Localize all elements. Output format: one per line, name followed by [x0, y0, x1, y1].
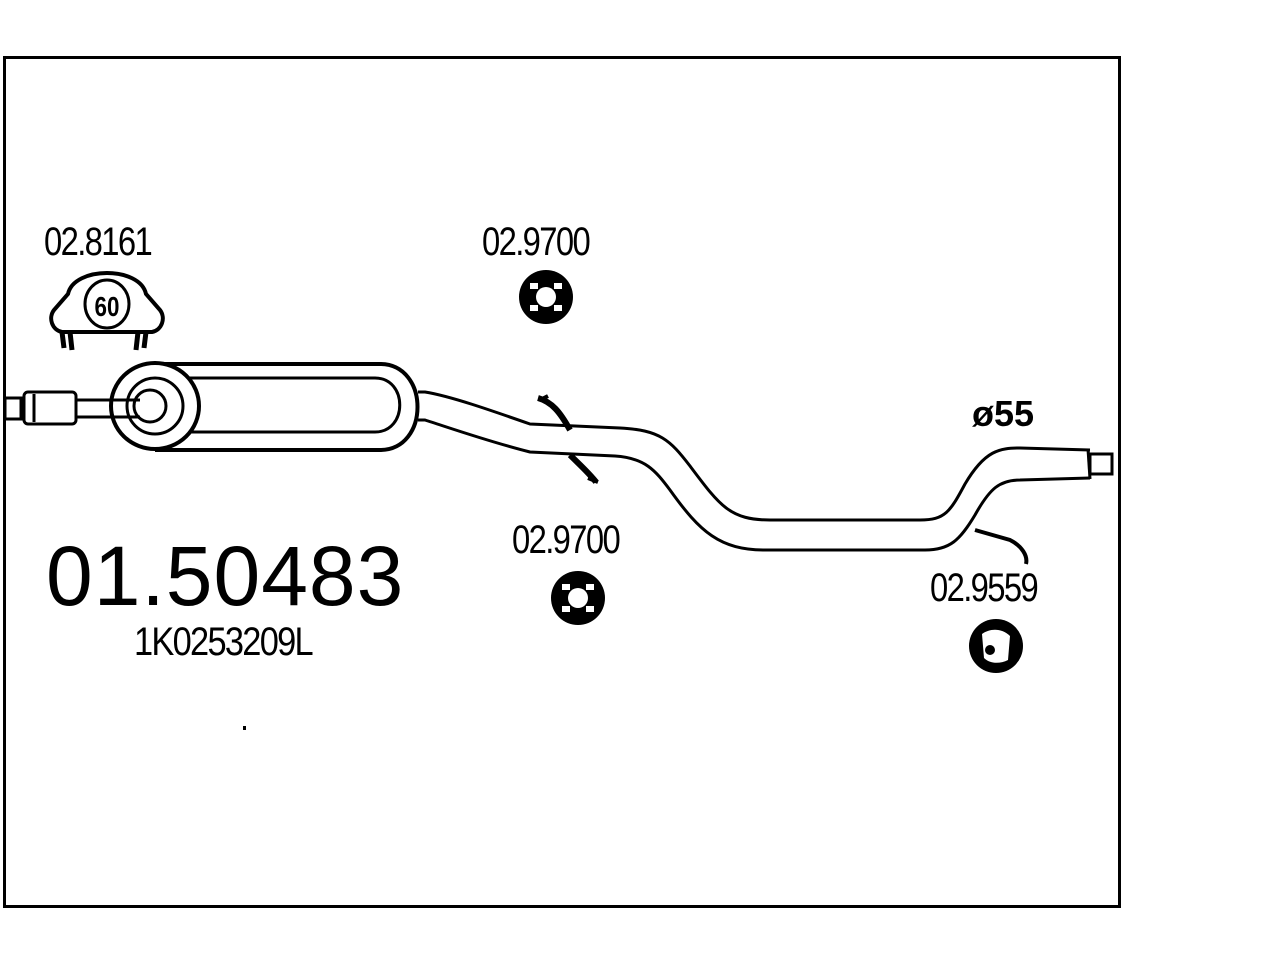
main-part-number: 01.50483 [46, 529, 405, 623]
hanger-top-part-code: 02.9700 [482, 220, 591, 264]
rubber-hanger-icon-top [519, 270, 573, 324]
rubber-ring-icon [969, 619, 1023, 673]
exhaust-pipe [418, 390, 1114, 565]
stray-dot [243, 726, 246, 730]
oem-number: 1K0253209L [134, 620, 314, 664]
diagram-frame [3, 56, 1121, 908]
clamp-part-code: 02.8161 [44, 220, 153, 264]
clamp-size-label: 60 [95, 292, 120, 323]
rubber-hanger-icon-bottom [551, 571, 605, 625]
pipe-diameter-label: ø55 [972, 393, 1035, 434]
clamp-icon [49, 271, 165, 351]
rubber-ring-part-code: 02.9559 [930, 566, 1039, 610]
middle-silencer [76, 361, 420, 452]
hanger-bottom-part-code: 02.9700 [512, 518, 621, 562]
